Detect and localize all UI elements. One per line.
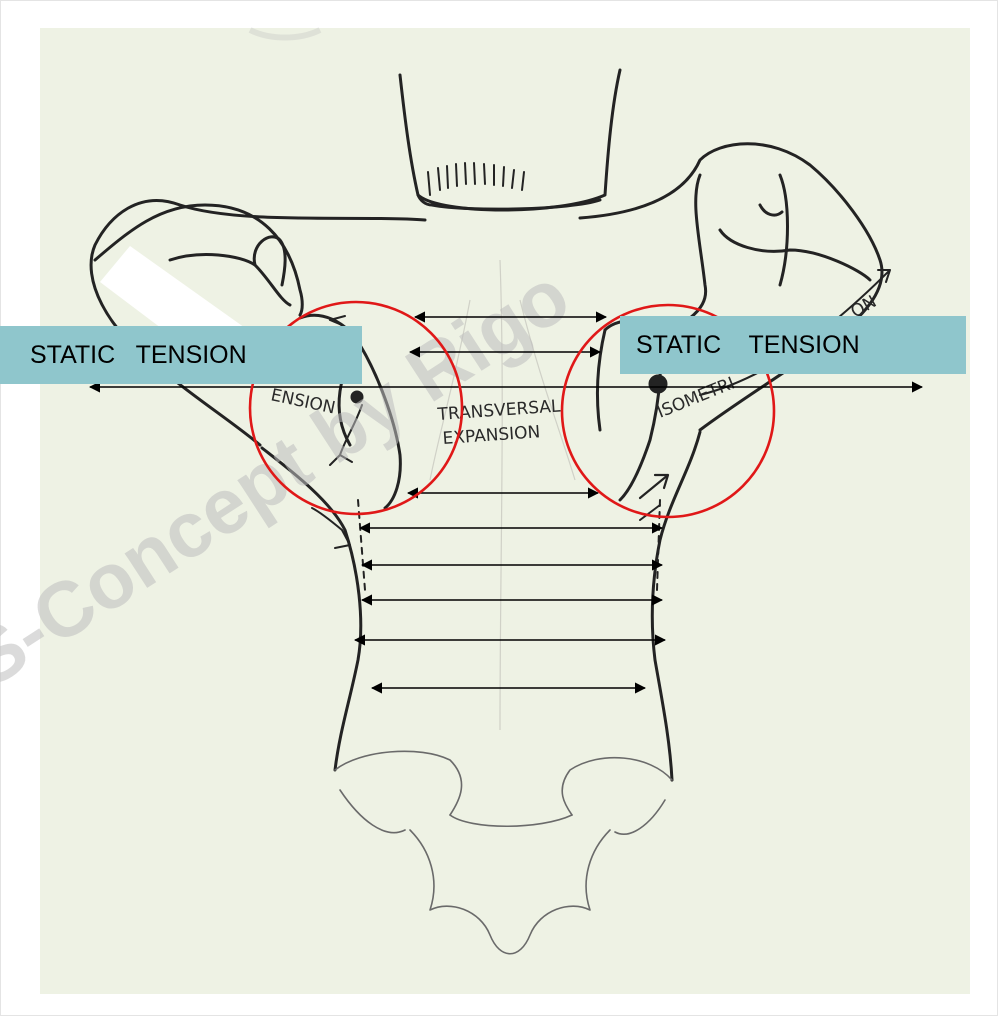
static-tension-label-left: STATIC TENSION (0, 326, 362, 384)
static-tension-label-right: STATIC TENSION (620, 316, 966, 374)
